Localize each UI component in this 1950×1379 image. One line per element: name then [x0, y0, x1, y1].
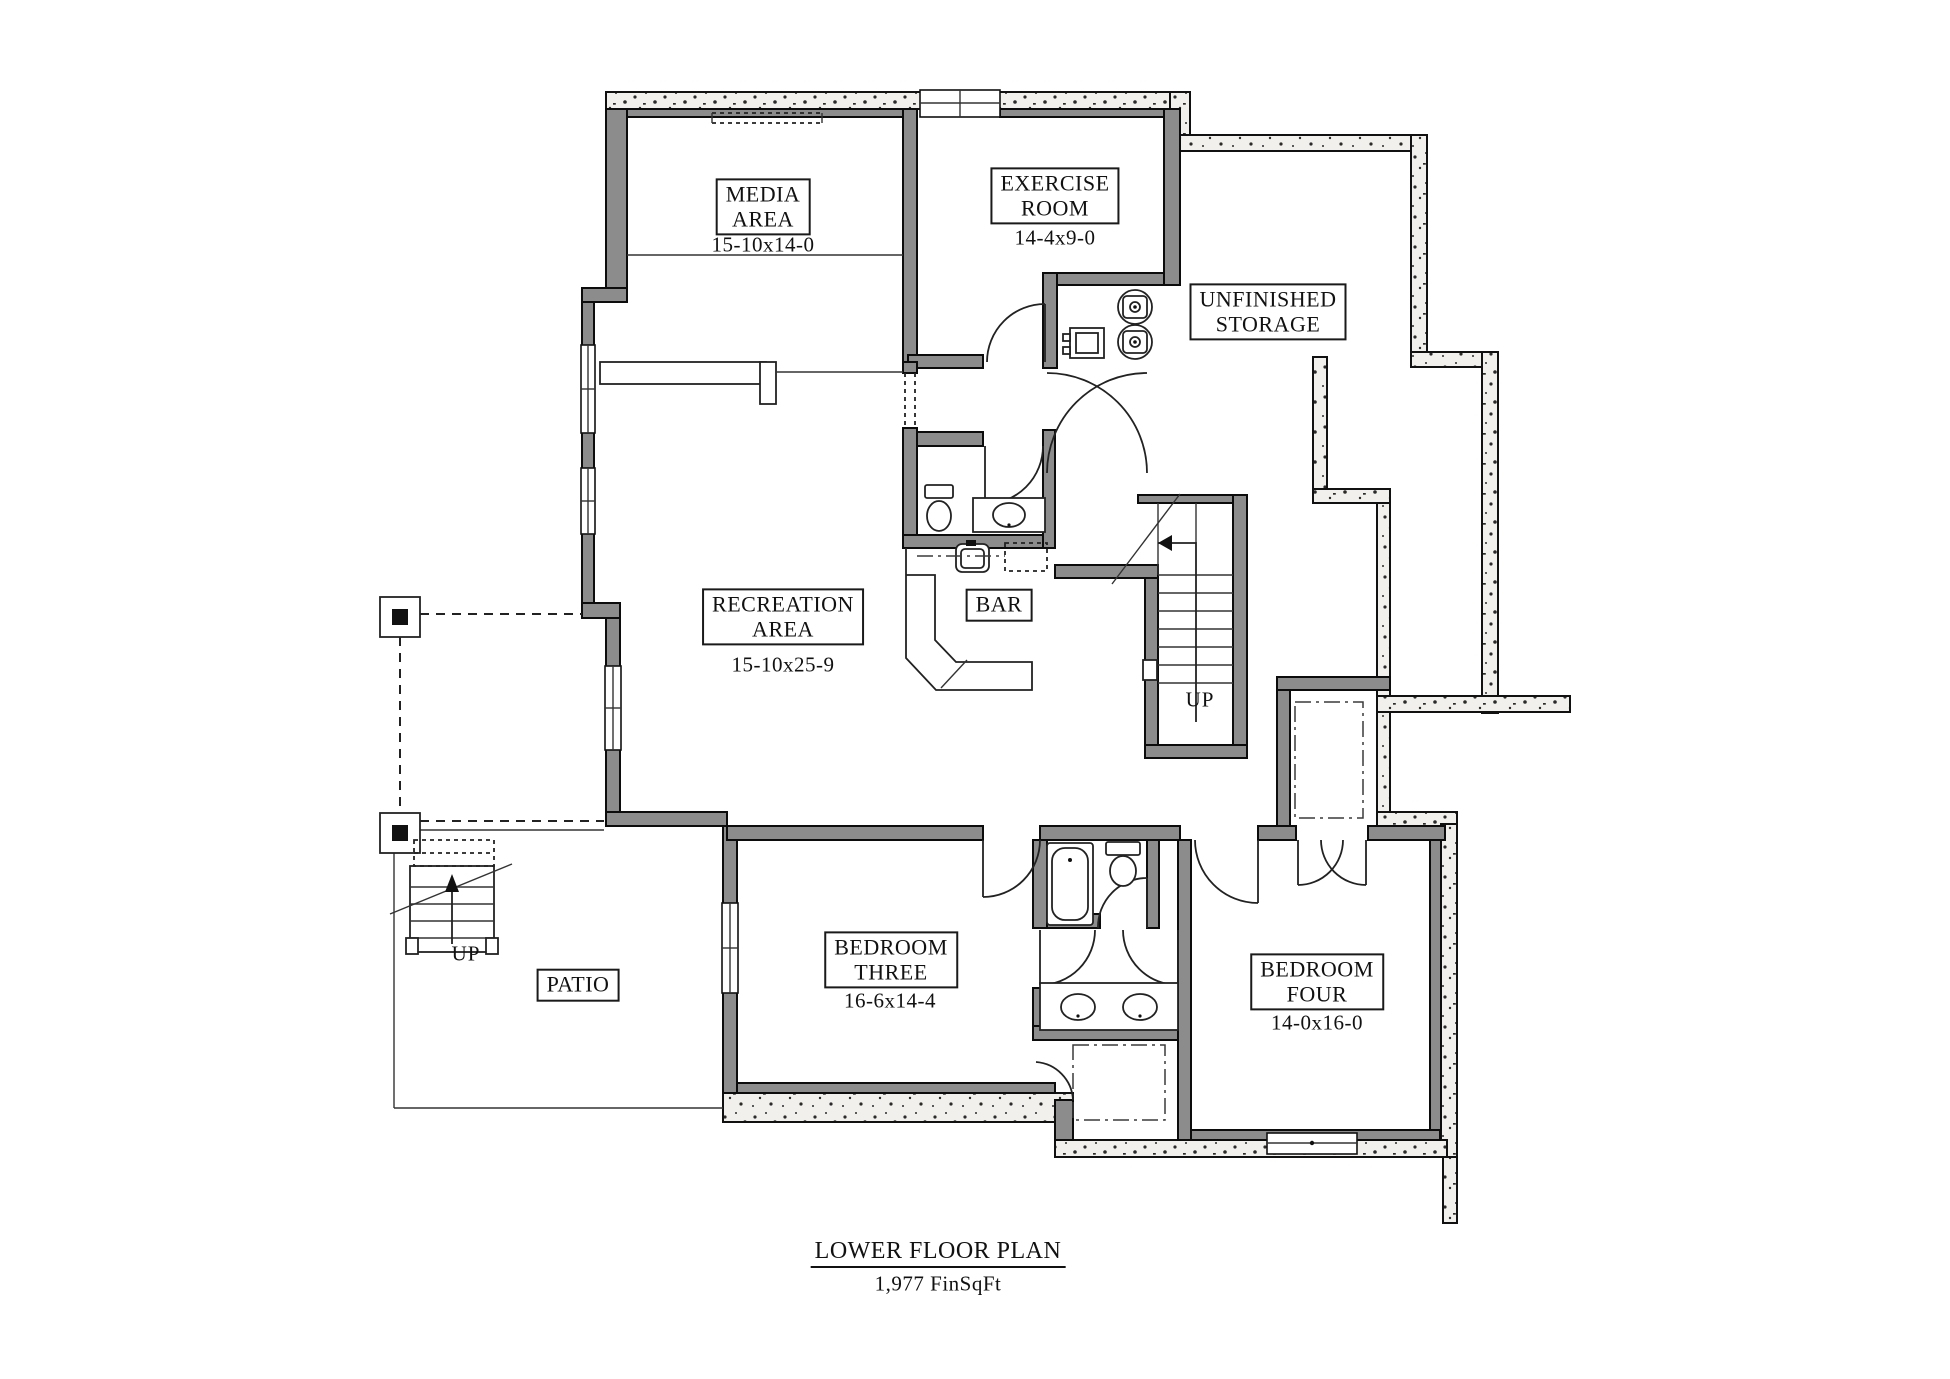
room-dim-bedroom-four: 14-0x16-0: [1271, 1010, 1363, 1035]
room-label-storage: UNFINISHED STORAGE: [1189, 283, 1347, 341]
room-label-line: AREA: [752, 616, 814, 641]
plan-square-footage: 1,977 FinSqFt: [874, 1271, 1002, 1296]
deck-above-outline: [399, 613, 604, 822]
room-label-line: FOUR: [1286, 981, 1348, 1006]
door-arc-icon: [982, 839, 1041, 898]
fixtures: [905, 289, 1179, 1031]
stairs-up-arrow: [1158, 535, 1197, 722]
room-label-bedroom-three: BEDROOM THREE: [824, 931, 958, 989]
window-icon: [580, 344, 596, 434]
double-door-arc-icon: [1046, 372, 1148, 474]
window-icon: [919, 89, 1001, 118]
room-label-media: MEDIA AREA: [715, 178, 811, 236]
dishwasher-icon: [1004, 542, 1048, 572]
room-label-line: AREA: [732, 206, 794, 231]
door-arc-icon: [1035, 1061, 1074, 1101]
room-label-line: BEDROOM: [834, 934, 948, 960]
bathtub-icon: [1046, 842, 1094, 926]
bar-counter: [905, 548, 1033, 691]
room-dim-exercise: 14-4x9-0: [1014, 225, 1096, 250]
room-dim-recreation: 15-10x25-9: [731, 652, 835, 677]
water-heater-icon: [1117, 324, 1153, 360]
room-label-bar: BAR: [965, 588, 1033, 622]
deck-post-icon: [379, 812, 421, 854]
door-arc-icon: [1122, 929, 1179, 986]
room-label-line: MEDIA: [725, 181, 801, 207]
stairs-up-arrow: [445, 874, 459, 944]
area-under-stairs-outline: [1072, 1044, 1166, 1121]
bar-sink-icon: [955, 540, 990, 573]
deck-post-icon: [379, 596, 421, 638]
double-sink-vanity-icon: [1039, 982, 1179, 1031]
door-arc-icon: [1097, 877, 1148, 929]
room-dim-bedroom-three: 16-6x14-4: [844, 988, 936, 1013]
room-label-patio: PATIO: [536, 968, 620, 1002]
patio-stairs: [389, 839, 513, 955]
closet-double-door-icon: [1297, 839, 1367, 886]
room-label-line: PATIO: [546, 971, 610, 997]
cased-opening-dashed: [904, 373, 916, 428]
room-label-bedroom-four: BEDROOM FOUR: [1250, 953, 1384, 1011]
room-label-line: UNFINISHED: [1199, 286, 1337, 312]
plan-title: LOWER FLOOR PLAN: [810, 1238, 1066, 1268]
door-swings: [982, 303, 1367, 1101]
room-label-line: ROOM: [1020, 195, 1089, 220]
door-arc-icon: [984, 445, 1044, 505]
window-icon: [604, 665, 622, 751]
toilet-icon: [1105, 841, 1141, 887]
window-icon: [1266, 1132, 1358, 1155]
closet-shelf-outline: [1294, 701, 1364, 819]
room-label-line: THREE: [854, 959, 928, 984]
window-icon: [721, 902, 739, 994]
patio-area: [379, 596, 723, 1109]
window-icon: [580, 467, 596, 535]
soffit-dashed-outline: [711, 112, 823, 124]
room-label-line: RECREATION: [712, 591, 854, 617]
room-label-line: EXERCISE: [1000, 170, 1110, 196]
stairs-up-text: UP: [451, 941, 481, 966]
toilet-icon: [924, 484, 954, 532]
room-label-line: BAR: [975, 591, 1023, 617]
windows: [580, 89, 1358, 1155]
media-shelf: [599, 361, 767, 385]
sink-vanity-icon: [972, 497, 1046, 533]
main-stairs: [1111, 493, 1233, 722]
door-arc-icon: [1039, 929, 1096, 986]
room-dim-media: 15-10x14-0: [711, 232, 815, 257]
room-label-recreation: RECREATION AREA: [702, 588, 864, 646]
stair-break-line: [1111, 493, 1181, 585]
door-arc-icon: [1194, 839, 1259, 904]
stairs-up-text: UP: [1185, 687, 1215, 712]
water-heater-icon: [1117, 289, 1153, 325]
door-arc-icon: [986, 303, 1046, 363]
room-label-line: BEDROOM: [1260, 956, 1374, 982]
furnace-icon: [1062, 327, 1105, 359]
detail-lines: [599, 112, 1364, 1121]
room-label-exercise: EXERCISE ROOM: [990, 167, 1120, 225]
room-label-line: STORAGE: [1215, 311, 1321, 336]
